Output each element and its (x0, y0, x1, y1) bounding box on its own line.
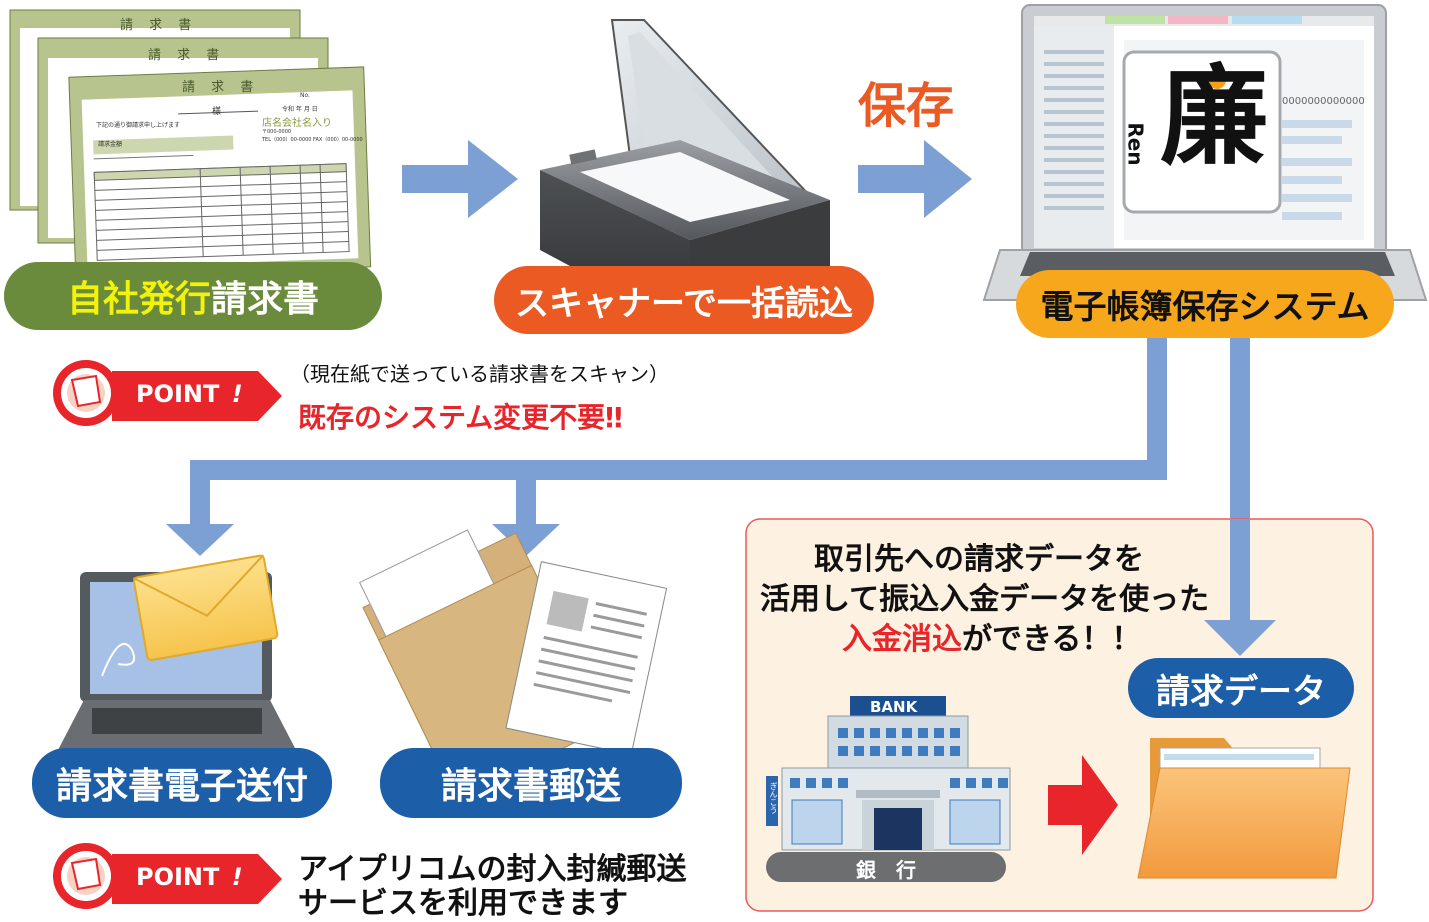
reconciliation-line3-rest: ができる！！ (962, 622, 1142, 657)
point2-line1: アイプリコムの封入封緘郵送 (298, 852, 687, 887)
reconciliation-highlight: 入金消込 (842, 622, 962, 657)
arrow-system-to-data-overlay (1204, 519, 1276, 656)
invoice-stack (9, 9, 372, 278)
system-screen-number: 0000000000000 (1282, 96, 1365, 107)
arrow-bank-to-data (1048, 755, 1118, 855)
arrow-system-to-outputs (166, 330, 1167, 556)
bank-sign: BANK (870, 698, 918, 716)
point1-badge-mark: ! (231, 380, 243, 408)
invoice-form-honorific: 様 (212, 107, 222, 117)
electronic-send-label-pill: 請求書電子送付 (32, 748, 332, 818)
point-badge-2 (53, 843, 282, 909)
billing-data-label-pill: 請求データ (1128, 658, 1354, 718)
folder-icon (1137, 738, 1351, 879)
invoice-form-date: 令和 年 月 日 (282, 106, 318, 113)
invoice-form-no: No. (300, 92, 310, 99)
point1-badge-text: POINT (136, 380, 220, 408)
point-badge-1 (53, 360, 282, 426)
invoice-form-title-back: 請 求 書 (120, 18, 198, 33)
system-label-pill: 電子帳簿保存システム (1016, 270, 1394, 338)
invoice-label-rest: 請求書 (211, 279, 320, 320)
invoice-form-shop-name: 店名会社名入り (262, 118, 332, 129)
envelope-icon (132, 554, 279, 662)
invoice-form-postal: 〒000-0000 (262, 129, 292, 135)
email-laptop-illustration (58, 554, 296, 750)
point1-line1: （現在紙で送っている請求書をスキャン） (290, 362, 669, 386)
arrow-scanner-to-system (858, 140, 972, 218)
bank-label: 銀 行 (856, 858, 916, 882)
invoice-form-intro: 下記の通り御請求申し上げます (96, 122, 181, 129)
invoice-table-lines (93, 163, 350, 261)
reconciliation-line3: 入金消込ができる！！ (842, 614, 1141, 658)
point1-line2: 既存のシステム変更不要‼ (298, 401, 623, 434)
point2-line2: サービスを利用できます (298, 886, 628, 921)
point1-badge-label: POINT ! (136, 380, 243, 408)
save-label: 保存 (858, 78, 955, 134)
point2-badge-mark: ! (231, 863, 243, 891)
reconciliation-line1: 取引先への請求データを (814, 542, 1144, 577)
arrow-invoice-to-scanner (402, 140, 518, 218)
point2-badge-text: POINT (136, 863, 220, 891)
system-logo-sub: Ren (1123, 122, 1148, 166)
reconciliation-line2: 活用して振込入金データを使った (760, 582, 1210, 617)
bank-side-sign: ぎんこう (769, 782, 778, 814)
invoice-form-tel: TEL（000）00-0000 FAX（000）00-0000 (262, 137, 363, 143)
mail-envelope-illustration (358, 529, 668, 801)
scanner-label-pill: スキャナーで一括読込 (494, 266, 874, 334)
invoice-label-pill: 自社発行請求書 (4, 262, 382, 330)
invoice-form-amount-label: 請求金額 (98, 141, 123, 148)
mail-send-label-pill: 請求書郵送 (380, 748, 682, 818)
invoice-label-highlight: 自社発行 (66, 279, 211, 320)
invoice-form-title: 請 求 書 (182, 80, 260, 95)
bank-building (766, 696, 1011, 882)
point2-badge-label: POINT ! (136, 863, 243, 891)
system-logo-text: 廉 (1160, 55, 1269, 180)
invoice-form-title-middle: 請 求 書 (148, 48, 226, 63)
document-sheet-icon (505, 561, 668, 756)
